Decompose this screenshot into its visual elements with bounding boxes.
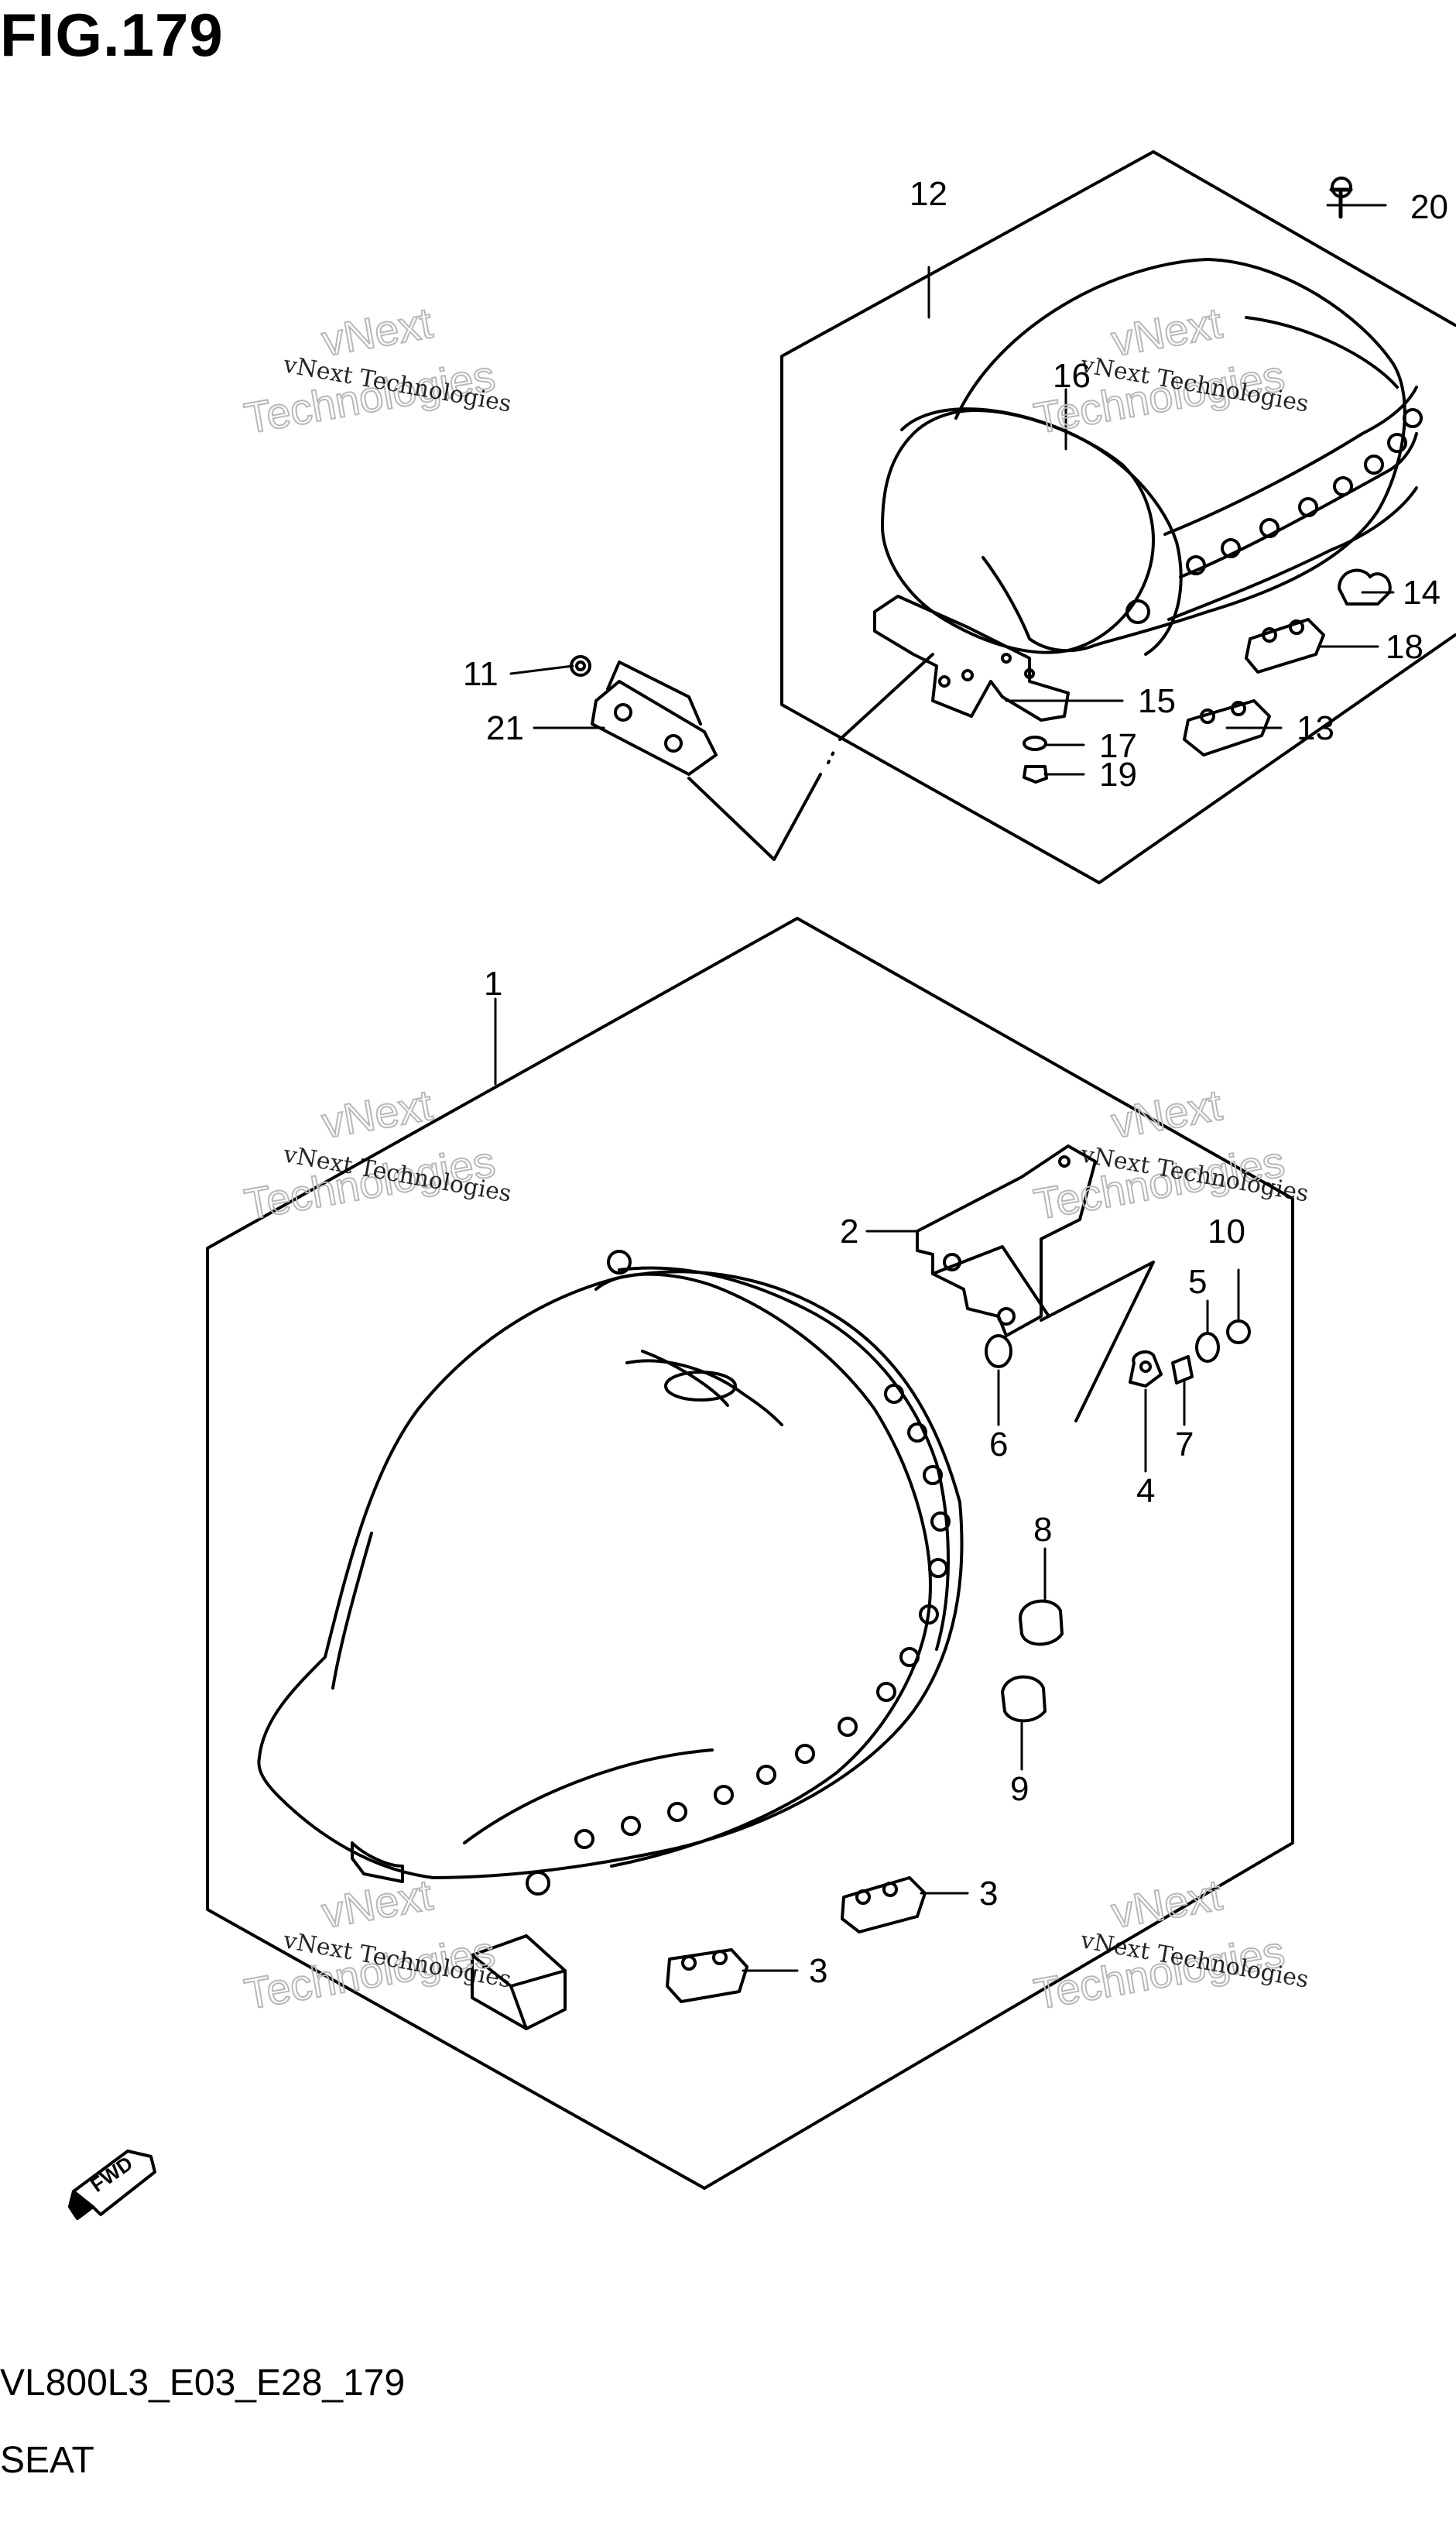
- callout-4: 4: [1136, 1472, 1155, 1510]
- front-seat-group-outline: [206, 917, 1294, 2190]
- callout-5: 5: [1188, 1263, 1207, 1301]
- callout-17: 17: [1099, 727, 1137, 765]
- forward-arrow-label: FWD: [86, 2151, 137, 2197]
- callout-3-upper: 3: [979, 1875, 998, 1913]
- grab-handle-bracket: [570, 655, 718, 776]
- rear-seat-cushion: [881, 258, 1423, 656]
- callout-15: 15: [1138, 682, 1176, 720]
- callout-8: 8: [1033, 1511, 1052, 1549]
- svg-text:vNext: vNext: [1108, 1080, 1225, 1148]
- handle-connector-line: [687, 773, 822, 861]
- front-seat-cushion: [257, 1250, 964, 1896]
- section-name: SEAT: [0, 2440, 94, 2481]
- callout-2: 2: [840, 1213, 858, 1251]
- figure-title: FIG.179: [0, 1, 224, 69]
- model-code: VL800L3_E03_E28_179: [0, 2362, 406, 2403]
- callout-3-lower: 3: [809, 1952, 827, 1990]
- callout-21: 21: [486, 709, 524, 747]
- watermarks: vNext Technologies vNext Technologies vN…: [240, 297, 1310, 2019]
- callout-1: 1: [484, 965, 502, 1003]
- forward-arrow-icon: [68, 2150, 156, 2220]
- callout-numbers: 12 16 20 14 18 15 13 17 19 11 21 1 2 10 …: [463, 175, 1448, 1990]
- svg-text:vNext: vNext: [1108, 298, 1225, 365]
- watermark-top-left: vNext Technologies vNext Technologies: [240, 297, 513, 444]
- svg-text:vNext: vNext: [318, 1870, 436, 1937]
- callout-16: 16: [1053, 357, 1091, 395]
- bracket-to-clip-line: [1040, 1261, 1155, 1422]
- watermark-bottom-right: vNext Technologies vNext Technologies: [1029, 1869, 1310, 2019]
- callout-13: 13: [1297, 709, 1334, 747]
- callout-14: 14: [1403, 574, 1441, 612]
- callout-6: 6: [989, 1426, 1008, 1463]
- bracket-connector-line: [838, 653, 934, 741]
- callout-12: 12: [910, 175, 947, 213]
- callout-10: 10: [1208, 1213, 1245, 1251]
- watermark-mid-right: vNext Technologies vNext Technologies: [1029, 1079, 1310, 1230]
- callout-7: 7: [1175, 1426, 1194, 1463]
- svg-text:vNext: vNext: [318, 298, 436, 365]
- callout-18: 18: [1386, 628, 1423, 666]
- svg-text:vNext: vNext: [318, 1080, 436, 1148]
- callout-19: 19: [1099, 756, 1137, 794]
- callout-9: 9: [1010, 1770, 1029, 1808]
- leader-lines: [494, 204, 1395, 1972]
- rubber-dampers-and-box: [471, 1876, 927, 2030]
- callout-11: 11: [463, 655, 498, 693]
- callout-20: 20: [1410, 188, 1448, 226]
- svg-text:vNext: vNext: [1108, 1870, 1225, 1937]
- front-seat-bracket: [916, 1144, 1097, 1337]
- rear-seat-group-outline: [780, 150, 1456, 884]
- front-small-parts: [985, 1319, 1251, 1723]
